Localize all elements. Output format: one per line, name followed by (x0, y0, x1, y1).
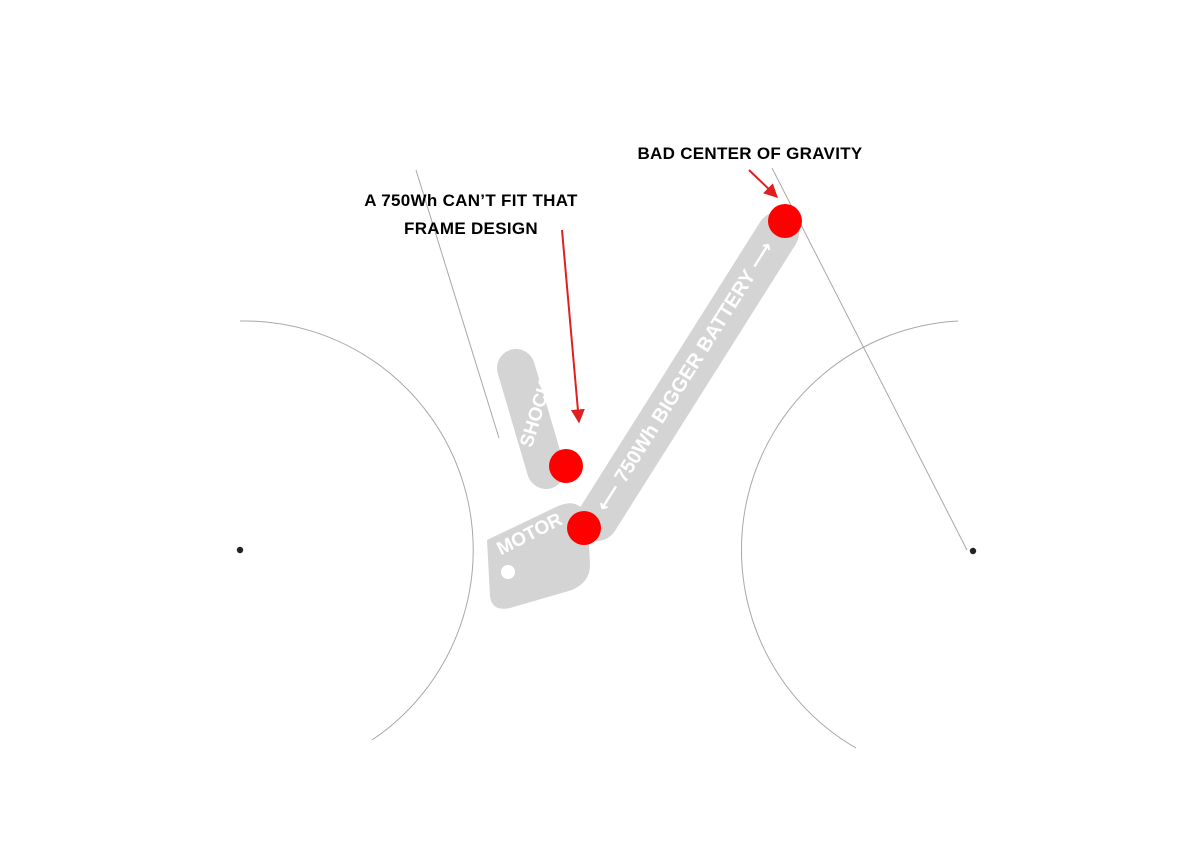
center-of-gravity-annotation: BAD CENTER OF GRAVITY (637, 144, 863, 163)
shock-component: SHOCK (497, 349, 565, 489)
fork-line (771, 167, 968, 551)
marker-dot-icon (567, 511, 601, 545)
front-wheel (740, 320, 959, 749)
battery-component: ⟵ 750Wh BIGGER BATTERY ⟶ (576, 212, 799, 541)
frame-fit-annotation: A 750Wh CAN’T FIT THAT FRAME DESIGN (340, 187, 602, 243)
frame-fit-line-2: FRAME DESIGN (404, 219, 538, 238)
battery-label: ⟵ 750Wh BIGGER BATTERY ⟶ (592, 238, 778, 516)
motor-component: MOTOR (487, 503, 590, 609)
rear-axle-icon (236, 546, 244, 554)
arrow-icon (561, 229, 585, 424)
arrow-icon (748, 169, 779, 198)
marker-dot-icon (549, 449, 583, 483)
frame-fit-line-1: A 750Wh CAN’T FIT THAT (364, 191, 578, 210)
seat-stay-line (415, 169, 500, 439)
marker-dot-icon (768, 204, 802, 238)
rear-wheel (239, 320, 474, 741)
motor-mount-icon (501, 565, 515, 579)
front-axle-icon (969, 547, 977, 555)
